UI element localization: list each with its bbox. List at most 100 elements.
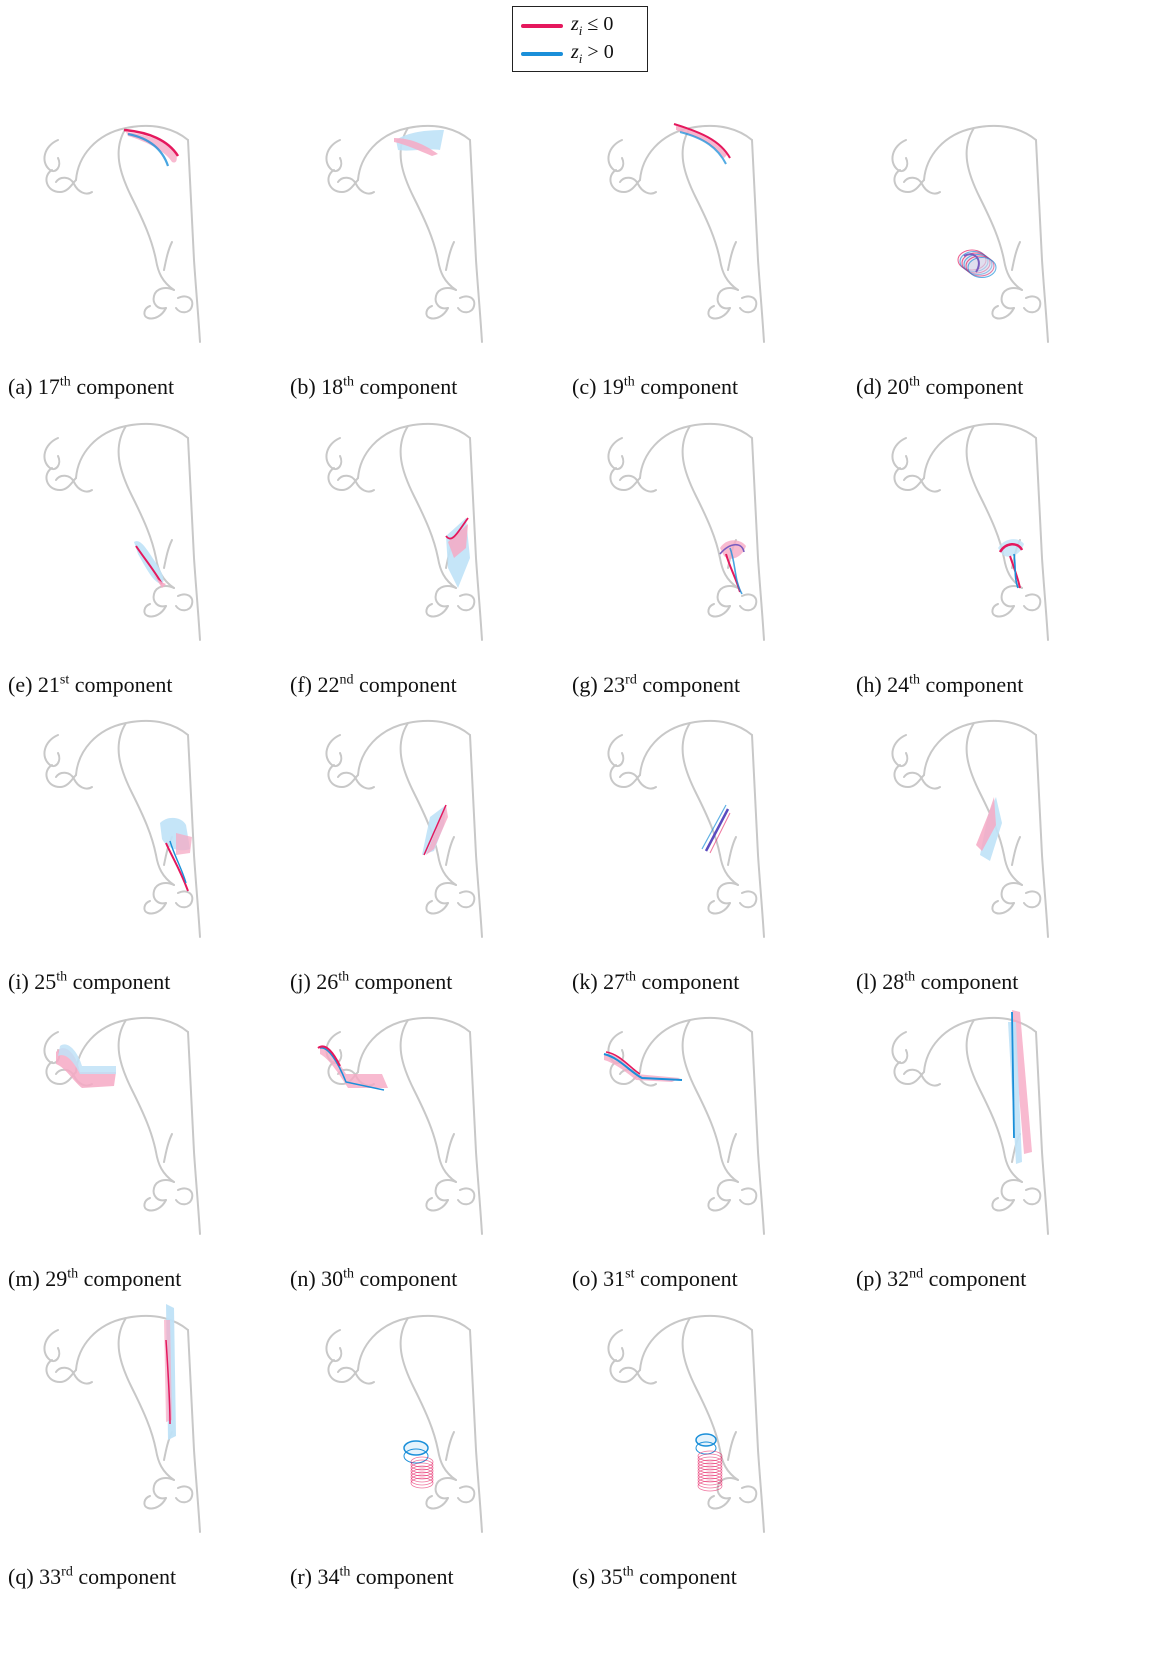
subfigure-panel: (f) 22nd component (290, 408, 570, 697)
subfigure-panel: (k) 27th component (572, 705, 852, 994)
subfigure-caption: (g) 23rd component (572, 672, 852, 698)
component-deformation (56, 1044, 116, 1088)
vocal-tract-plot (43, 422, 201, 641)
caption-suffix: rd (61, 1564, 73, 1580)
subfigure-panel: (r) 34th component (290, 1300, 570, 1589)
component-deformation (1008, 1010, 1032, 1164)
caption-suffix: st (625, 1266, 635, 1282)
caption-number: 19 (601, 374, 624, 399)
subfigure-panel: (h) 24th component (856, 408, 1136, 697)
caption-suffix: th (343, 374, 355, 390)
caption-letter: (k) (572, 969, 604, 994)
caption-letter: (p) (856, 1266, 888, 1291)
caption-number: 20 (887, 374, 910, 399)
subfigure-panel: (g) 23rd component (572, 408, 852, 697)
caption-letter: (q) (8, 1564, 40, 1589)
component-deformation (403, 1440, 434, 1489)
subfigure-panel: (d) 20th component (856, 110, 1136, 399)
caption-number: 27 (603, 969, 626, 994)
caption-suffix: st (59, 672, 70, 688)
component-deformation (164, 1304, 176, 1440)
subfigure-caption: (b) 18th component (290, 374, 570, 400)
component-deformation (422, 804, 448, 856)
subfigure-caption: (o) 31st component (572, 1266, 852, 1292)
vocal-tract-plot (891, 422, 1049, 641)
caption-number: 18 (321, 374, 344, 399)
subfigure-panel: (c) 19th component (572, 110, 852, 399)
caption-word: component (636, 672, 741, 697)
caption-word: component (920, 374, 1024, 399)
vocal-tract-plot (43, 1016, 201, 1235)
vocal-tract-plot (603, 1016, 765, 1235)
vocal-tract-outline (325, 719, 483, 938)
caption-letter: (o) (572, 1266, 604, 1291)
component-deformation (695, 1433, 723, 1492)
subfigure-caption: (i) 25th component (8, 969, 288, 995)
subfigure-caption: (a) 17th component (8, 374, 288, 400)
caption-word: component (70, 374, 175, 399)
vocal-tract-plot (891, 1010, 1049, 1235)
caption-suffix: th (338, 969, 350, 985)
caption-word: component (69, 672, 173, 697)
caption-word: component (923, 1266, 1027, 1291)
subfigure-caption: (q) 33rd component (8, 1564, 288, 1590)
caption-letter: (r) (290, 1564, 318, 1589)
caption-number: 21 (37, 672, 60, 697)
caption-word: component (920, 672, 1024, 697)
caption-letter: (l) (856, 969, 883, 994)
caption-suffix: nd (339, 672, 354, 688)
component-deformation (957, 249, 997, 278)
caption-number: 33 (39, 1564, 62, 1589)
caption-number: 25 (34, 969, 57, 994)
subfigure-panel: (b) 18th component (290, 110, 570, 399)
vocal-tract-plot (317, 1016, 483, 1235)
caption-suffix: th (343, 1266, 355, 1282)
vocal-tract-outline (607, 719, 765, 938)
caption-letter: (h) (856, 672, 888, 697)
legend-item-positive: zi > 0 (521, 41, 614, 67)
subfigure-caption: (k) 27th component (572, 969, 852, 995)
legend-swatch-negative (521, 24, 563, 28)
caption-letter: (i) (8, 969, 35, 994)
vocal-tract-outline (325, 1314, 483, 1533)
caption-suffix: th (339, 1564, 351, 1580)
legend-swatch-positive (521, 52, 563, 56)
vocal-tract-plot (607, 422, 765, 641)
subfigure-caption: (s) 35th component (572, 1564, 852, 1590)
legend-label-negative: zi ≤ 0 (571, 13, 614, 38)
caption-suffix: th (67, 1266, 79, 1282)
vocal-tract-outline (325, 1016, 483, 1235)
caption-letter: (a) (8, 374, 38, 399)
vocal-tract-plot (43, 124, 201, 343)
caption-number: 31 (603, 1266, 626, 1291)
subfigure-panel: (m) 29th component (8, 1002, 288, 1291)
component-deformation (719, 540, 746, 595)
caption-number: 30 (321, 1266, 344, 1291)
caption-word: component (350, 1564, 454, 1589)
subfigure-caption: (m) 29th component (8, 1266, 288, 1292)
caption-suffix: th (909, 672, 921, 688)
subfigure-panel: (n) 30th component (290, 1002, 570, 1291)
vocal-tract-plot (607, 123, 765, 343)
component-deformation (998, 539, 1024, 589)
caption-word: component (633, 1564, 737, 1589)
subfigure-caption: (n) 30th component (290, 1266, 570, 1292)
vocal-tract-outline (607, 1016, 765, 1235)
caption-word: component (634, 1266, 738, 1291)
caption-number: 23 (603, 672, 626, 697)
subfigure-panel: (q) 33rd component (8, 1300, 288, 1589)
caption-suffix: th (622, 1564, 634, 1580)
vocal-tract-plot (325, 1314, 483, 1533)
subfigure-panel: (o) 31st component (572, 1002, 852, 1291)
caption-letter: (d) (856, 374, 888, 399)
legend: zi ≤ 0 zi > 0 (512, 6, 648, 72)
caption-word: component (67, 969, 171, 994)
caption-letter: (j) (290, 969, 317, 994)
legend-item-negative: zi ≤ 0 (521, 13, 613, 39)
caption-number: 34 (317, 1564, 340, 1589)
vocal-tract-plot (43, 1304, 201, 1533)
vocal-tract-plot (607, 719, 765, 938)
caption-suffix: nd (909, 1266, 924, 1282)
subfigure-panel: (l) 28th component (856, 705, 1136, 994)
caption-letter: (b) (290, 374, 322, 399)
